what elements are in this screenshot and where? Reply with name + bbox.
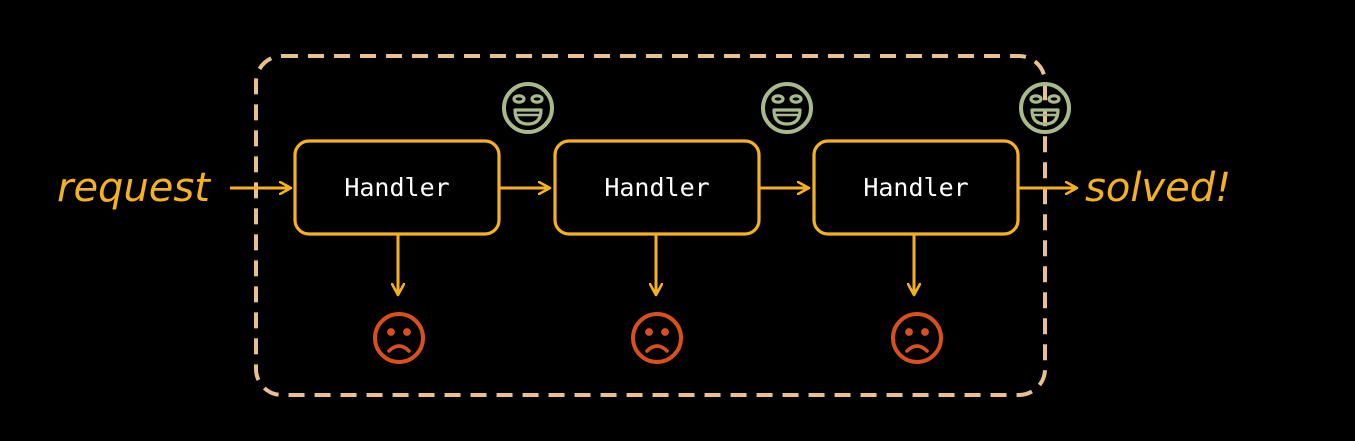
handler-box	[812, 139, 1020, 236]
handler-3: Handler	[812, 82, 1071, 364]
solved-label: solved!	[1085, 165, 1231, 211]
frown-icon	[631, 312, 683, 364]
request-label: request	[57, 165, 211, 211]
chain-boundary	[254, 54, 1047, 397]
handler-label: Handler	[604, 173, 709, 202]
smile-icon	[502, 82, 554, 134]
frown-icon	[891, 312, 943, 364]
smile-icon	[761, 82, 813, 134]
handler-1: Handler	[293, 82, 554, 364]
frown-icon	[373, 312, 425, 364]
handler-label: Handler	[863, 173, 968, 202]
handler-label: Handler	[344, 173, 449, 202]
handler-2: Handler	[553, 82, 813, 364]
